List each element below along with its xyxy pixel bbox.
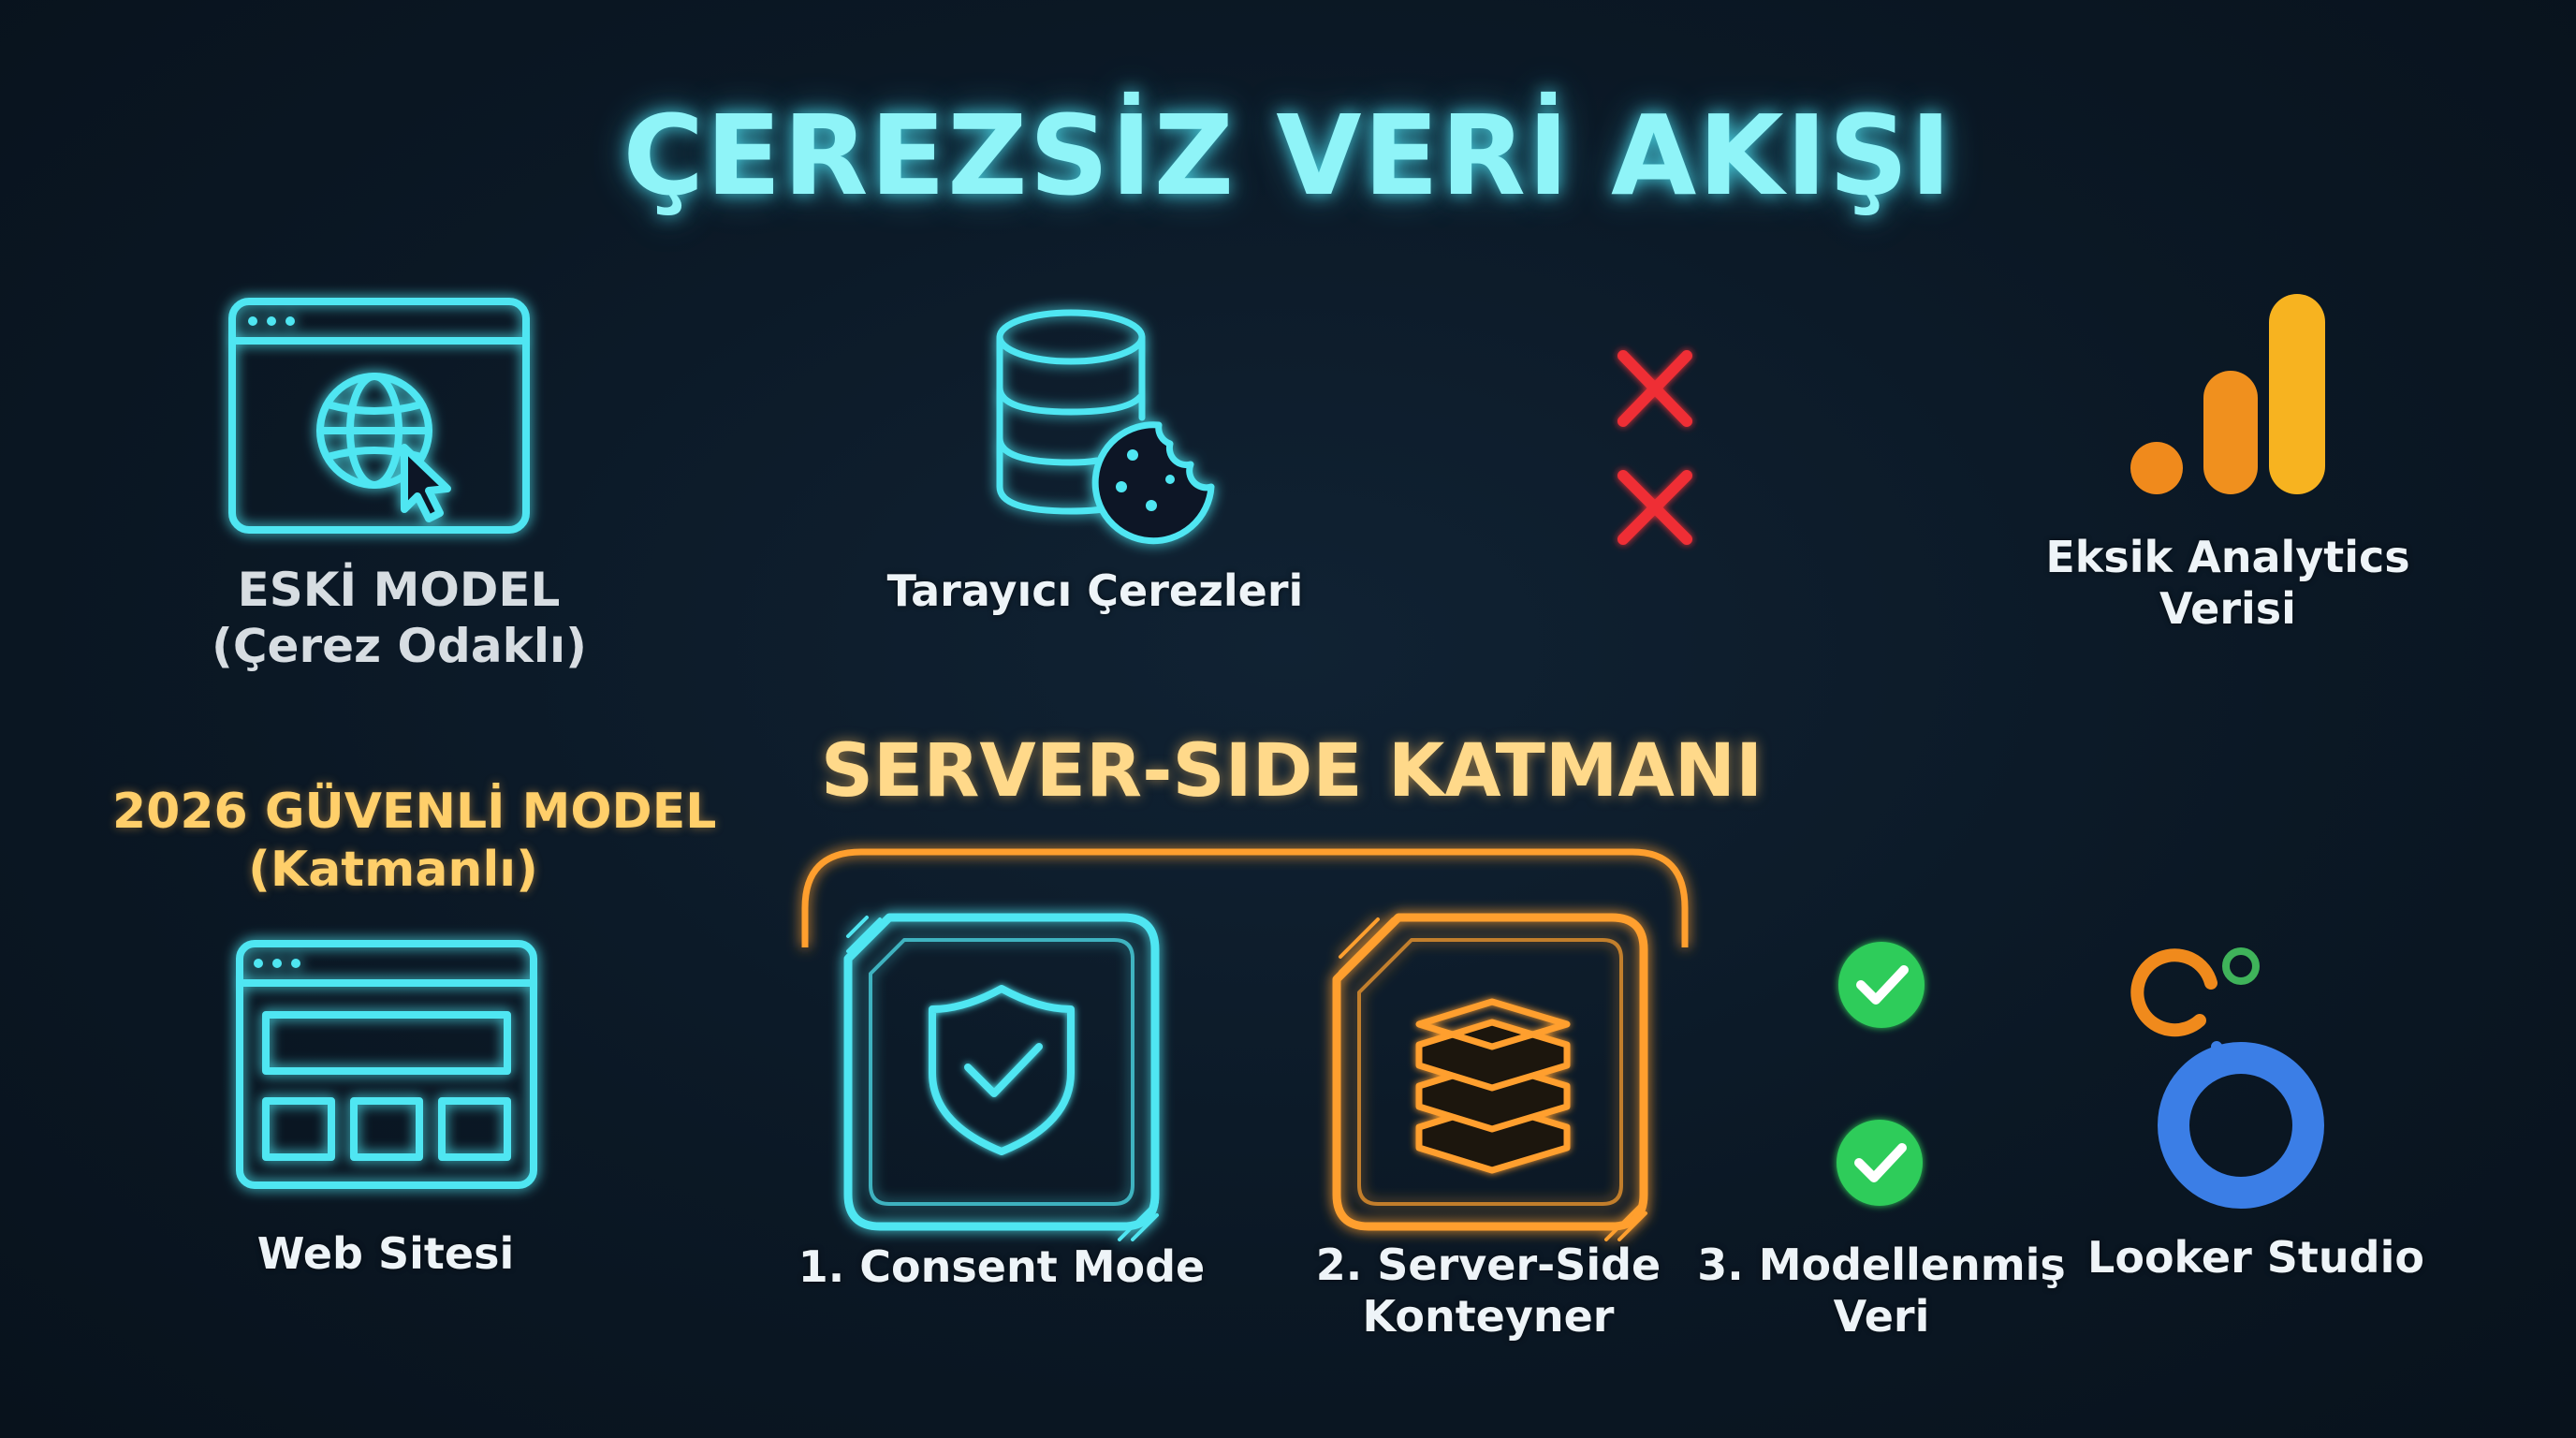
consent-mode-box [843, 913, 1160, 1241]
new-model-label-line1: 2026 GÜVENLİ MODEL [112, 784, 717, 840]
google-analytics-icon [2130, 294, 2325, 494]
container-label-line1: 2. Server-Side [1315, 1240, 1661, 1290]
new-model-label: 2026 GÜVENLİ MODEL (Katmanlı) [112, 783, 717, 900]
website-label: Web Sitesi [256, 1228, 515, 1279]
server-side-layer-bracket [801, 848, 1689, 947]
cookies-label: Tarayıcı Çerezleri [886, 565, 1304, 616]
server-side-container-box [1332, 913, 1648, 1241]
container-label-line2: Konteyner [1362, 1291, 1615, 1343]
modeled-label-line1: 3. Modellenmiş [1697, 1240, 2066, 1290]
shield-check-icon [929, 985, 1075, 1155]
server-stack-icon [1415, 998, 1571, 1174]
red-x-icon [1617, 350, 1692, 427]
page-title: ÇEREZSİZ VERİ AKIŞI [622, 91, 1954, 220]
server-side-layer-title: SERVER-SIDE KATMANI [820, 729, 1764, 814]
consent-mode-label: 1. Consent Mode [798, 1241, 1206, 1292]
green-check-icon [1838, 942, 1925, 1028]
green-check-icon [1837, 1120, 1923, 1206]
looker-studio-label: Looker Studio [2087, 1232, 2424, 1283]
red-x-icon [1617, 470, 1692, 545]
database-cookie-icon [996, 309, 1215, 545]
old-model-label-line1: ESKİ MODEL [237, 563, 561, 617]
looker-studio-icon [2130, 947, 2324, 1209]
modeled-label-line2: Veri [1833, 1291, 1930, 1343]
old-model-label: ESKİ MODEL (Çerez Odaklı) [212, 562, 587, 674]
new-model-label-line2: (Katmanlı) [248, 842, 538, 899]
website-layout-icon [236, 940, 537, 1189]
old-model-label-line2: (Çerez Odaklı) [212, 619, 587, 673]
modeled-data-label: 3. Modellenmiş Veri [1685, 1240, 2078, 1343]
analytics-label: Eksik Analytics Verisi [2003, 532, 2452, 635]
analytics-label-line2: Verisi [2159, 583, 2296, 635]
browser-globe-cursor-icon [228, 298, 530, 534]
server-side-container-label: 2. Server-Side Konteyner [1292, 1240, 1685, 1343]
analytics-label-line1: Eksik Analytics [2045, 532, 2410, 582]
